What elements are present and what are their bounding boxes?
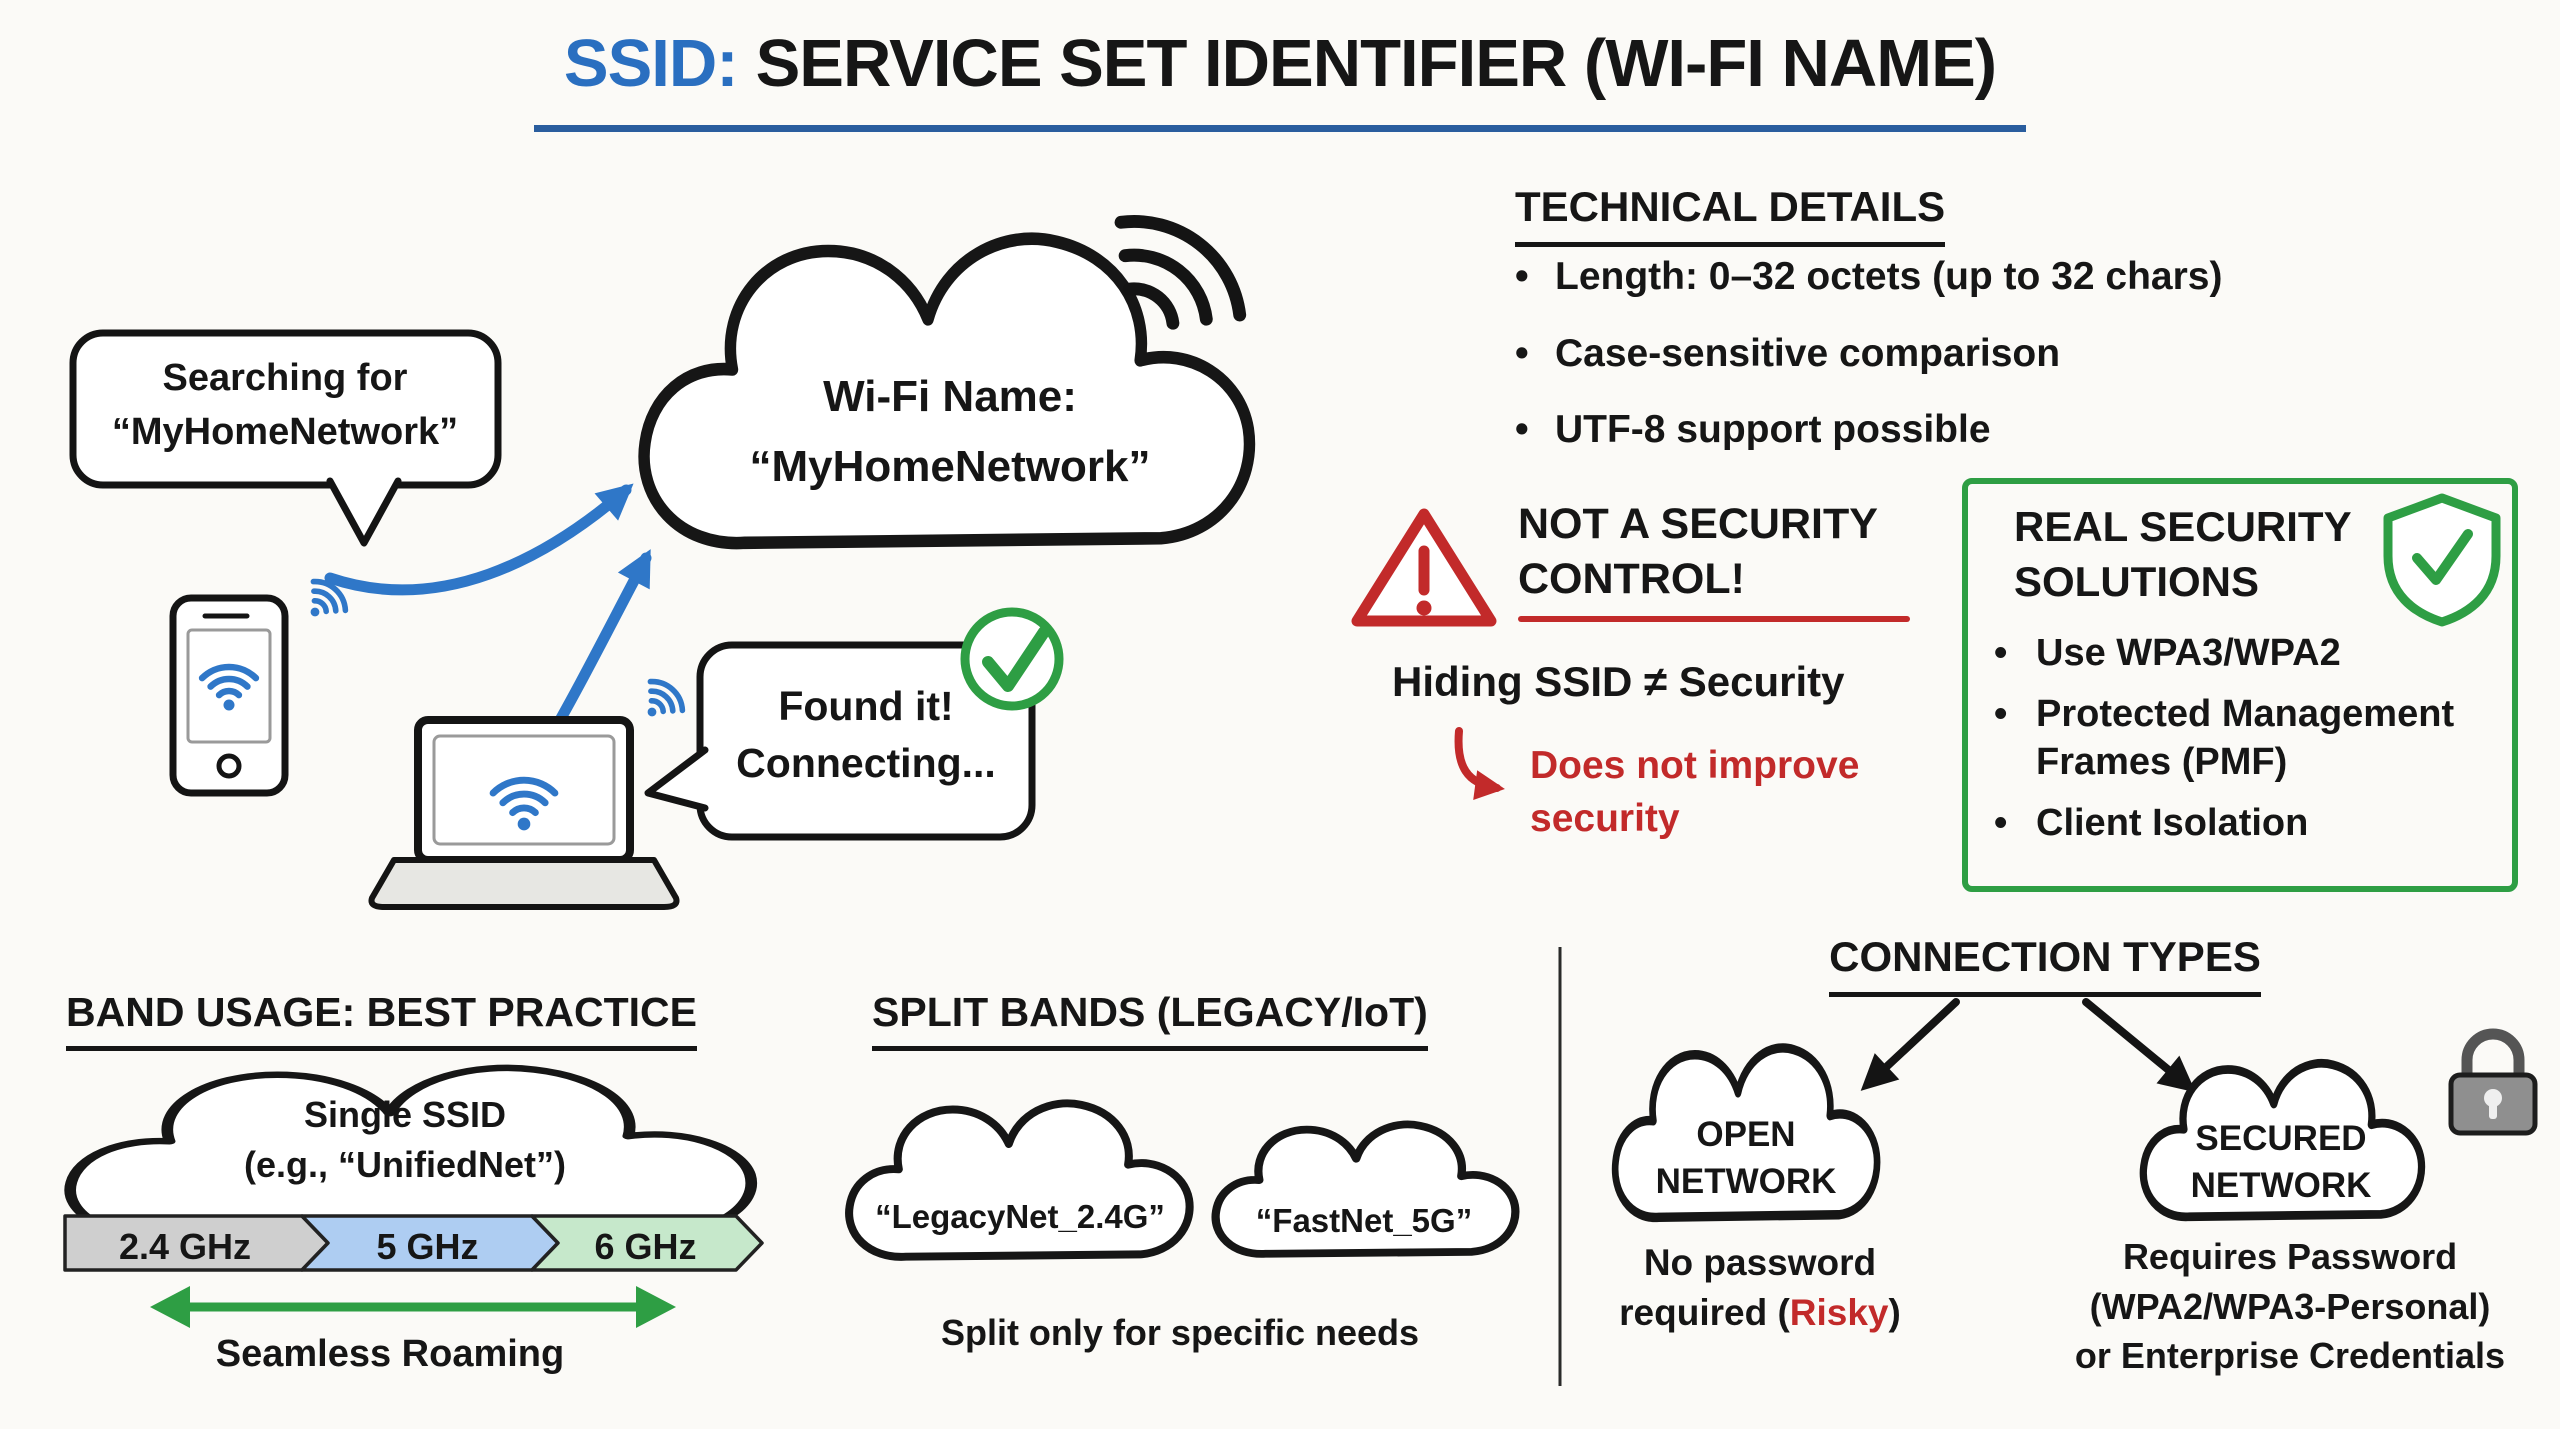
band-usage-heading: BAND USAGE: BEST PRACTICE bbox=[66, 986, 697, 1052]
found-bubble-line2: Connecting... bbox=[736, 740, 996, 787]
title-highlight: SSID: bbox=[563, 26, 739, 101]
open-network-label: OPEN NETWORK bbox=[1610, 1112, 1882, 1206]
real-security-item: Use WPA3/WPA2 bbox=[1994, 630, 2502, 678]
wifi-icon bbox=[632, 674, 689, 731]
real-security-heading-line1: REAL SECURITY bbox=[2014, 503, 2352, 550]
fastnet-cloud-label: “FastNet_5G” bbox=[1255, 1202, 1473, 1239]
security-note: Does not improve security bbox=[1530, 740, 1859, 845]
band-bar bbox=[63, 1214, 764, 1272]
search-speech-bubble bbox=[69, 329, 502, 547]
found-speech-bubble bbox=[644, 641, 1036, 841]
laptop-icon bbox=[368, 674, 689, 910]
open-network-line2: NETWORK bbox=[1655, 1161, 1837, 1201]
roaming-arrow bbox=[150, 1286, 676, 1328]
real-security-item: Protected Management Frames (PMF) bbox=[1994, 691, 2502, 787]
open-network-line1: OPEN bbox=[1696, 1115, 1796, 1154]
real-security-list: Use WPA3/WPA2 Protected Management Frame… bbox=[1994, 630, 2502, 861]
secured-desc-line1: Requires Password bbox=[2122, 1236, 2458, 1277]
real-security-item: Client Isolation bbox=[1994, 800, 2502, 848]
secured-network-line1: SECURED bbox=[2195, 1119, 2367, 1158]
technical-details-list: Length: 0–32 octets (up to 32 chars) Cas… bbox=[1515, 252, 2222, 482]
secured-network-line2: NETWORK bbox=[2190, 1165, 2372, 1205]
open-desc-line2: required (Risky) bbox=[1580, 1288, 1940, 1338]
unified-ssid-line2: (e.g., “UnifiedNet”) bbox=[244, 1143, 566, 1185]
technical-detail-item: Length: 0–32 octets (up to 32 chars) bbox=[1515, 252, 2222, 303]
open-desc-pre: required ( bbox=[1619, 1292, 1790, 1334]
open-desc-risky: Risky bbox=[1789, 1292, 1889, 1334]
check-icon bbox=[960, 607, 1064, 711]
secured-desc-line3: or Enterprise Credentials bbox=[2074, 1335, 2506, 1377]
band-usage-heading-text: BAND USAGE: BEST PRACTICE bbox=[66, 986, 697, 1052]
found-bubble-text: Found it! Connecting... bbox=[705, 678, 1027, 793]
secured-desc-line2: (WPA2/WPA3-Personal) bbox=[2089, 1285, 2491, 1327]
security-note-line2: security bbox=[1530, 796, 1680, 840]
title-underline: SSID:SERVICE SET IDENTIFIER (WI-FI NAME) bbox=[533, 20, 2027, 133]
real-security-heading-line2: SOLUTIONS bbox=[2014, 557, 2260, 605]
cloud-label-line1: Wi-Fi Name: bbox=[823, 372, 1077, 421]
split-bands-heading: SPLIT BANDS (LEGACY/IoT) bbox=[872, 986, 1428, 1052]
technical-detail-item: Case-sensitive comparison bbox=[1515, 329, 2222, 380]
connection-type-arrows bbox=[1860, 998, 2196, 1093]
secured-network-label: SECURED NETWORK bbox=[2136, 1116, 2426, 1210]
red-arrow bbox=[1454, 727, 1505, 800]
not-security-heading: NOT A SECURITY CONTROL! bbox=[1518, 497, 1878, 607]
connection-types-heading-text: CONNECTION TYPES bbox=[1829, 930, 2261, 997]
connection-types-heading: CONNECTION TYPES bbox=[1790, 930, 2300, 997]
split-bands-note: Split only for specific needs bbox=[940, 1312, 1420, 1353]
search-bubble-line1: Searching for bbox=[162, 357, 408, 399]
technical-detail-item: UTF-8 support possible bbox=[1515, 405, 2222, 456]
phone-icon bbox=[169, 574, 352, 797]
hiding-ssid-claim: Hiding SSID ≠ Security bbox=[1392, 658, 1845, 705]
split-bands-heading-text: SPLIT BANDS (LEGACY/IoT) bbox=[872, 986, 1428, 1052]
roaming-label: Seamless Roaming bbox=[215, 1333, 565, 1375]
legacy-cloud-label: “LegacyNet_2.4G” bbox=[875, 1198, 1165, 1235]
real-security-heading: REAL SECURITY SOLUTIONS bbox=[2014, 500, 2352, 609]
warning-icon bbox=[1351, 508, 1497, 627]
shield-check-icon bbox=[2383, 493, 2501, 627]
red-underline bbox=[1518, 616, 1910, 622]
band-label-5ghz: 5 GHz bbox=[376, 1226, 479, 1267]
open-desc-line1: No password bbox=[1643, 1242, 1877, 1283]
page-title: SSID:SERVICE SET IDENTIFIER (WI-FI NAME) bbox=[0, 20, 2560, 133]
connect-arrows-blue bbox=[324, 483, 652, 754]
search-bubble-line2: “MyHomeNetwork” bbox=[111, 410, 459, 453]
cloud-label: Wi-Fi Name: “MyHomeNetwork” bbox=[690, 362, 1210, 503]
security-note-line1: Does not improve bbox=[1530, 744, 1860, 787]
cloud-label-line2: “MyHomeNetwork” bbox=[749, 442, 1151, 492]
not-security-heading-line1: NOT A SECURITY bbox=[1518, 500, 1878, 548]
technical-details-heading-text: TECHNICAL DETAILS bbox=[1515, 180, 1946, 247]
technical-details-heading: TECHNICAL DETAILS bbox=[1515, 180, 1946, 247]
band-label-24ghz: 2.4 GHz bbox=[118, 1226, 252, 1267]
found-bubble-line1: Found it! bbox=[778, 683, 954, 729]
lock-icon bbox=[2448, 1028, 2538, 1136]
open-network-desc: No password required (Risky) bbox=[1580, 1238, 1940, 1339]
real-security-box bbox=[1962, 478, 2518, 892]
not-security-heading-line2: CONTROL! bbox=[1518, 555, 1745, 604]
unified-ssid-line1: Single SSID bbox=[303, 1094, 507, 1135]
open-desc-post: ) bbox=[1888, 1292, 1901, 1334]
unified-ssid-label: Single SSID (e.g., “UnifiedNet”) bbox=[140, 1090, 670, 1189]
band-label-6ghz: 6 GHz bbox=[594, 1226, 697, 1267]
search-bubble-text: Searching for “MyHomeNetwork” bbox=[75, 352, 495, 460]
secured-network-desc: Requires Password (WPA2/WPA3-Personal) o… bbox=[2032, 1232, 2548, 1381]
title-text: SERVICE SET IDENTIFIER (WI-FI NAME) bbox=[755, 26, 1998, 101]
